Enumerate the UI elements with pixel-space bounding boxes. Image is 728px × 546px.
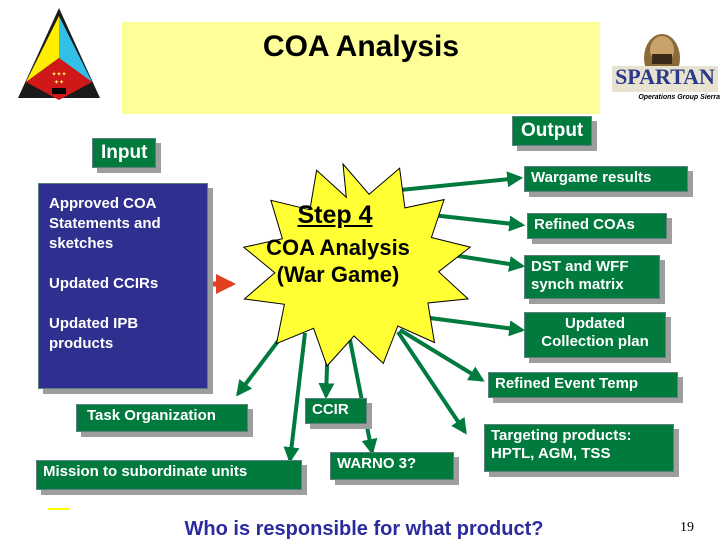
output-wargame-results: Wargame results <box>524 166 688 192</box>
step4-starburst <box>242 162 472 367</box>
output-dst-wff-matrix: DST and WFF synch matrix <box>524 255 660 299</box>
output-targeting-products: Targeting products: HPTL, AGM, TSS <box>484 424 674 472</box>
page-number: 19 <box>680 520 694 535</box>
output-collection-plan: Updated Collection plan <box>524 312 666 358</box>
output-warno3: WARNO 3? <box>330 452 454 480</box>
arrow-to-wargame-results <box>399 171 524 192</box>
output-refined-coas: Refined COAs <box>527 213 667 239</box>
arrow-to-mission <box>283 332 307 464</box>
input-item: Approved COA Statements and sketches <box>49 195 161 252</box>
input-item: Updated IPB products <box>49 315 139 352</box>
output-ccir: CCIR <box>305 398 367 424</box>
spartan-helmet-icon <box>612 34 718 92</box>
svg-text:✦✦: ✦✦ <box>54 79 64 86</box>
arrow-to-targeting-products <box>396 330 467 435</box>
output-task-organization: Task Organization <box>76 404 248 432</box>
input-item: Updated CCIRs <box>49 275 159 292</box>
arrow-to-refined-event-temp <box>398 328 485 382</box>
accent-mark <box>48 508 70 510</box>
svg-text:✦✦✦: ✦✦✦ <box>51 71 66 78</box>
output-refined-event-temp: Refined Event Temp <box>488 372 678 398</box>
unit-emblem-icon: ✦✦✦ ✦✦ <box>18 8 100 100</box>
spartan-wordmark: SPARTAN <box>615 64 715 89</box>
center-subtitle: (War Game) <box>276 262 400 287</box>
arrow-to-refined-coas <box>431 213 526 232</box>
spartan-subtitle: Operations Group Sierra <box>638 94 720 101</box>
title-bar <box>122 22 600 114</box>
spartan-logo: SPARTAN Operations Group Sierra <box>610 28 720 108</box>
slide-title: COA Analysis <box>262 30 460 63</box>
center-title: COA Analysis <box>266 235 410 260</box>
arrow-to-warno3 <box>348 339 378 456</box>
input-list: Approved COA Statements and sketches Upd… <box>38 183 208 389</box>
output-header: Output <box>512 116 593 146</box>
arrow-to-dst-wff <box>451 253 526 272</box>
step-number: Step 4 <box>297 201 373 229</box>
input-header: Input <box>92 138 157 168</box>
output-mission-subordinate: Mission to subordinate units <box>36 460 302 490</box>
arrow-to-collection-plan <box>429 316 526 337</box>
footer-question: Who is responsible for what product? <box>184 518 544 540</box>
